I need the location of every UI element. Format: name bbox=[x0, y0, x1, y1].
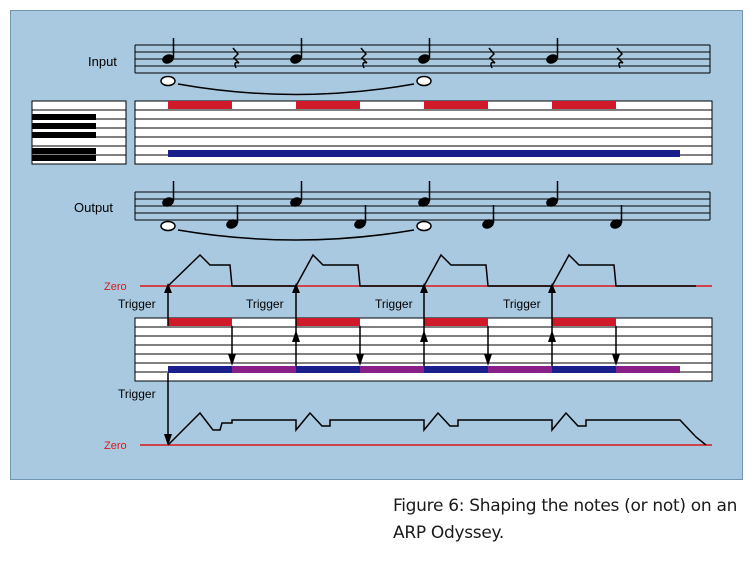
purple-key-bar bbox=[488, 366, 552, 373]
keyboard-icon bbox=[31, 100, 127, 165]
red-key-bar bbox=[552, 318, 616, 326]
purple-key-bar bbox=[232, 366, 296, 373]
quarter-note-icon bbox=[418, 38, 431, 64]
quarter-note-icon bbox=[162, 181, 175, 207]
quarter-note-icon bbox=[482, 205, 495, 229]
output-notes bbox=[160, 181, 623, 241]
red-key-bar bbox=[552, 101, 616, 109]
blue-key-bar bbox=[552, 366, 616, 373]
quarter-rest-icon bbox=[360, 47, 368, 69]
tie-icon bbox=[177, 229, 415, 241]
arp-odyssey-diagram: Input bbox=[31, 38, 713, 452]
trigger-label: Trigger bbox=[118, 387, 156, 401]
red-key-bar bbox=[168, 318, 232, 326]
quarter-note-icon bbox=[290, 181, 303, 207]
input-label: Input bbox=[88, 54, 117, 69]
zero-label: Zero bbox=[104, 440, 127, 452]
red-key-bar bbox=[424, 101, 488, 109]
quarter-note-icon bbox=[610, 205, 623, 229]
diagram-panel bbox=[10, 10, 743, 480]
purple-key-bar bbox=[360, 366, 424, 373]
whole-note-icon bbox=[416, 75, 432, 87]
red-key-bar bbox=[168, 101, 232, 109]
trigger-arrows bbox=[164, 283, 620, 446]
red-key-bar bbox=[296, 318, 360, 326]
quarter-note-icon bbox=[290, 38, 303, 64]
arrow-down-icon bbox=[356, 354, 364, 366]
quarter-note-icon bbox=[546, 38, 559, 64]
blue-key-bar bbox=[296, 366, 360, 373]
figure-caption: Figure 6: Shaping the notes (or not) on … bbox=[393, 496, 738, 543]
arrow-down-icon bbox=[228, 354, 236, 366]
blue-key-bar bbox=[424, 366, 488, 373]
input-rests bbox=[232, 47, 624, 69]
trigger-label: Trigger bbox=[503, 297, 541, 311]
arrow-down-icon bbox=[612, 354, 620, 366]
envelope-single-trigger bbox=[167, 411, 707, 446]
output-label: Output bbox=[74, 200, 113, 215]
purple-key-bar bbox=[616, 366, 680, 373]
whole-note-icon bbox=[416, 220, 432, 232]
blue-key-bar bbox=[168, 366, 232, 373]
quarter-note-icon bbox=[546, 181, 559, 207]
input-held-notes bbox=[160, 75, 432, 96]
arrow-up-icon bbox=[548, 330, 556, 342]
arrow-up-icon bbox=[420, 283, 428, 293]
whole-note-icon bbox=[160, 75, 176, 87]
arrow-up-icon bbox=[292, 330, 300, 342]
red-key-bar bbox=[296, 101, 360, 109]
whole-note-icon bbox=[160, 220, 176, 232]
trigger-label: Trigger bbox=[246, 297, 284, 311]
trigger-label: Trigger bbox=[118, 297, 156, 311]
quarter-note-icon bbox=[162, 38, 175, 64]
quarter-rest-icon bbox=[616, 47, 624, 69]
input-staff bbox=[134, 44, 711, 74]
quarter-note-icon bbox=[354, 205, 367, 229]
quarter-note-icon bbox=[418, 181, 431, 207]
arrow-down-icon bbox=[164, 434, 172, 446]
arrow-up-icon bbox=[164, 283, 172, 293]
arrow-up-icon bbox=[420, 330, 428, 342]
envelope-retrigger bbox=[167, 253, 696, 287]
quarter-rest-icon bbox=[232, 47, 240, 69]
arrow-down-icon bbox=[484, 354, 492, 366]
input-notes bbox=[162, 38, 559, 64]
arrow-up-icon bbox=[548, 283, 556, 293]
red-key-bar bbox=[424, 318, 488, 326]
trigger-label: Trigger bbox=[375, 297, 413, 311]
arrow-up-icon bbox=[292, 283, 300, 293]
quarter-note-icon bbox=[226, 205, 239, 229]
tie-icon bbox=[177, 83, 415, 96]
blue-key-bar bbox=[168, 150, 680, 157]
piano-roll-input bbox=[134, 100, 713, 165]
zero-label: Zero bbox=[104, 281, 127, 293]
quarter-rest-icon bbox=[488, 47, 496, 69]
